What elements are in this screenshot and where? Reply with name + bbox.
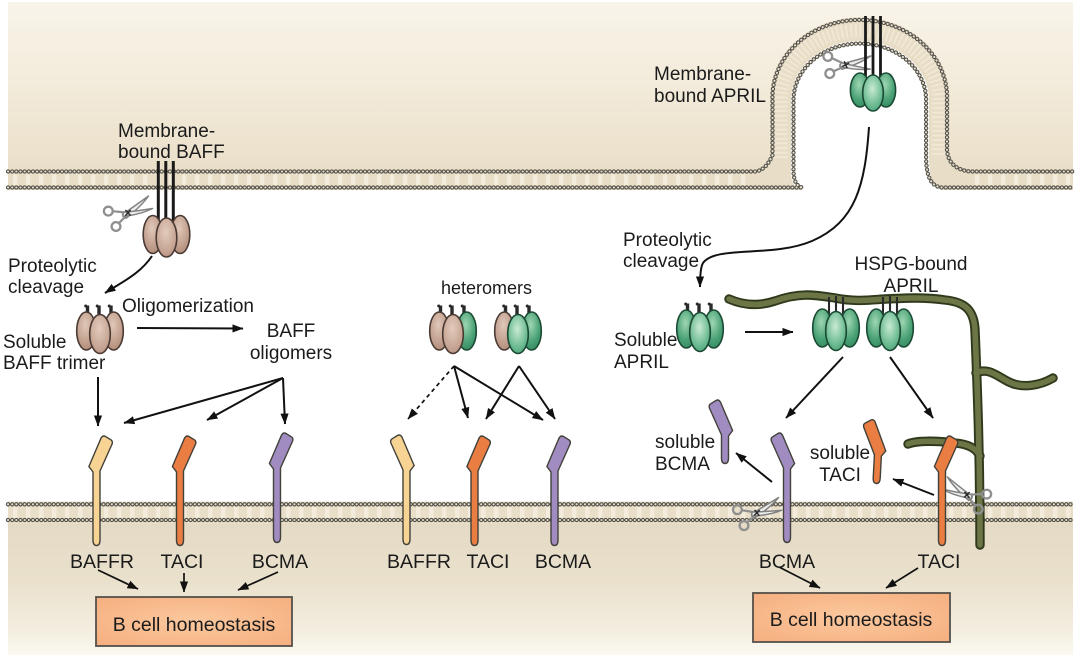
svg-text:TACI: TACI: [467, 551, 510, 573]
svg-text:Membrane-: Membrane-: [654, 64, 751, 85]
svg-text:BAFF trimer: BAFF trimer: [3, 353, 106, 374]
svg-text:BCMA: BCMA: [252, 551, 308, 573]
svg-text:Membrane-: Membrane-: [118, 121, 215, 142]
svg-text:HSPG-bound: HSPG-bound: [854, 254, 967, 275]
svg-text:cleavage: cleavage: [8, 277, 84, 298]
svg-text:Proteolytic: Proteolytic: [8, 256, 97, 277]
svg-text:bound APRIL: bound APRIL: [654, 86, 766, 107]
svg-text:Oligomerization: Oligomerization: [122, 296, 254, 317]
svg-text:APRIL: APRIL: [884, 276, 939, 297]
svg-text:B cell homeostasis: B cell homeostasis: [770, 609, 933, 631]
svg-text:soluble: soluble: [655, 432, 715, 453]
svg-text:heteromers: heteromers: [441, 278, 532, 298]
svg-text:APRIL: APRIL: [614, 352, 669, 373]
svg-text:B cell homeostasis: B cell homeostasis: [113, 614, 276, 636]
svg-text:TACI: TACI: [819, 465, 861, 486]
svg-text:Proteolytic: Proteolytic: [623, 230, 712, 251]
svg-text:bound BAFF: bound BAFF: [118, 142, 225, 163]
svg-text:TACI: TACI: [161, 551, 204, 573]
svg-text:cleavage: cleavage: [623, 251, 699, 272]
svg-text:Soluble: Soluble: [3, 332, 66, 353]
svg-text:BAFFR: BAFFR: [387, 551, 451, 573]
svg-text:BCMA: BCMA: [535, 551, 591, 573]
svg-text:TACI: TACI: [918, 551, 961, 573]
svg-text:oligomers: oligomers: [250, 343, 332, 364]
svg-text:BAFFR: BAFFR: [70, 551, 134, 573]
svg-text:Soluble: Soluble: [614, 330, 677, 351]
svg-text:BCMA: BCMA: [759, 551, 815, 573]
svg-text:BAFF: BAFF: [267, 321, 316, 342]
svg-text:soluble: soluble: [810, 443, 870, 464]
svg-text:BCMA: BCMA: [655, 454, 710, 475]
